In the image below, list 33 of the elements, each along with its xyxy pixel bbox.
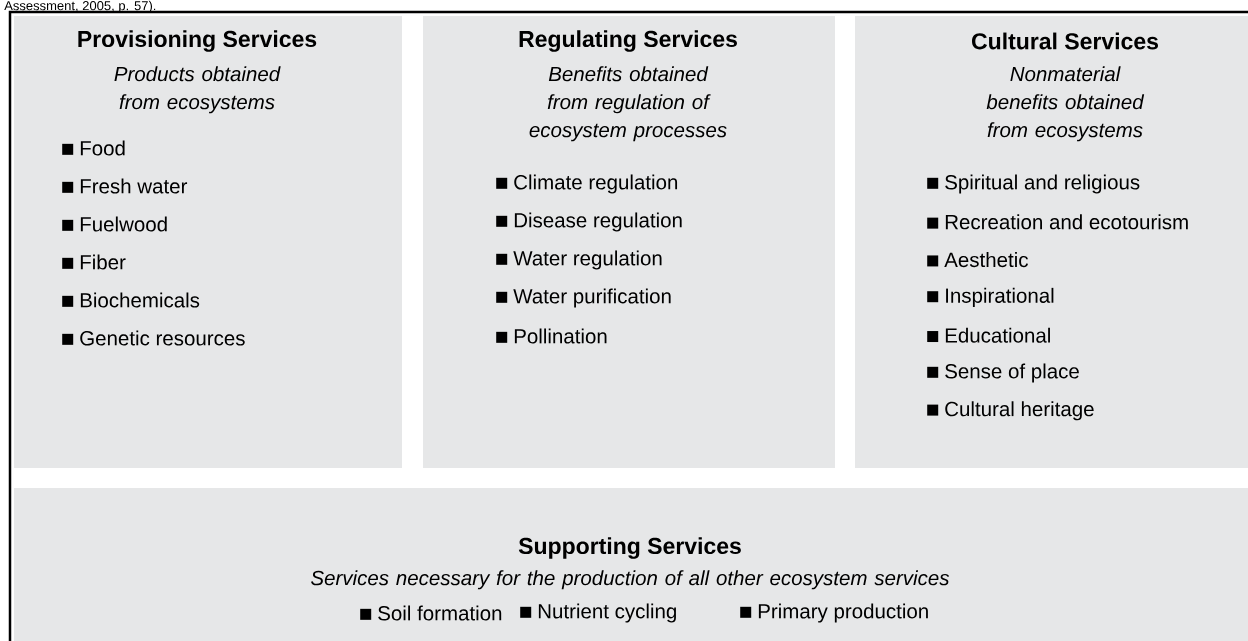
panel-heading: Regulating Services [519, 30, 737, 52]
bullet-item: Educational [927, 327, 1050, 343]
bullet-item: Aesthetic [927, 252, 1028, 268]
bullet-item: Inspirational [927, 287, 1054, 307]
bullet-item: Soil formation [360, 605, 502, 621]
bullet-item: Biochemicals [62, 292, 200, 308]
bullet-item: Primary production [740, 603, 928, 623]
bullet-item: Cultural heritage [927, 401, 1094, 421]
panel-heading: Provisioning Services [78, 30, 317, 52]
bullet-item: Recreation and ecotourism [927, 214, 1188, 230]
bullet-item: Food [62, 140, 125, 156]
bullet-item: Water regulation [496, 250, 662, 270]
bullet-item: Spiritual and religious [927, 174, 1140, 194]
bullet-item: Fresh water [62, 178, 188, 194]
panel-subtitle: Products obtained from ecosystems [114, 66, 281, 114]
panel-subtitle: Nonmaterial benefits obtained from ecosystems [986, 66, 1145, 142]
panel-heading: Supporting Services [518, 537, 741, 559]
panel-heading: Cultural Services [972, 32, 1158, 50]
bullet-item: Sense of place [927, 363, 1079, 383]
bullet-item: Fuelwood [62, 216, 167, 232]
bullet-item: Pollination [496, 328, 607, 344]
panel-subtitle: Services necessary for the production of all other ecosystem services [311, 570, 950, 590]
bullet-item: Fiber [62, 254, 126, 270]
service-panel [423, 16, 835, 468]
bullet-item: Disease regulation [496, 212, 682, 232]
service-panel [14, 16, 402, 468]
panel-subtitle: Benefits obtained from regulation of ecosystem processes [529, 66, 727, 142]
bullet-item: Climate regulation [496, 174, 678, 194]
service-panel [855, 16, 1248, 468]
bullet-item: Water purification [496, 288, 671, 308]
service-panel [14, 488, 1248, 641]
bullet-item: Nutrient cycling [520, 603, 676, 623]
bullet-item: Genetic resources [62, 330, 245, 346]
